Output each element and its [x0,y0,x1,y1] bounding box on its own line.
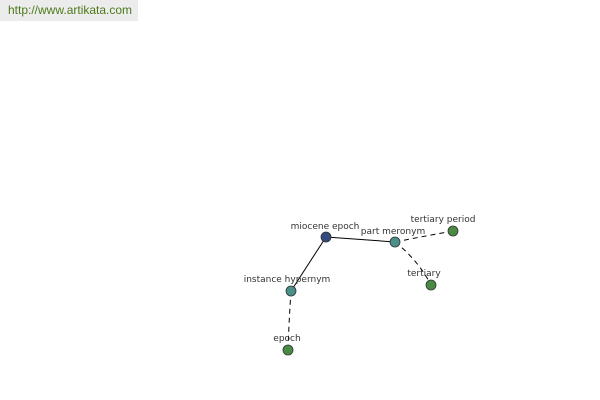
node-label: part meronym [361,227,425,237]
node-part-meronym[interactable]: part meronym [361,227,425,248]
node-tertiary[interactable]: tertiary [407,269,441,291]
node-label: miocene epoch [291,222,360,232]
node-circle [425,279,437,291]
node-tertiary-period[interactable]: tertiary period [411,215,476,237]
node-label: epoch [273,334,300,344]
node-circle [389,236,401,248]
node-circle [282,344,294,356]
node-circle [320,231,332,243]
edge-miocene-to-instance-hypernym [290,236,327,292]
source-url-banner[interactable]: http://www.artikata.com [0,0,138,21]
node-label: instance hypernym [244,275,331,285]
node-instance-hypernym[interactable]: instance hypernym [244,275,331,297]
node-label: tertiary [407,269,441,279]
edge-miocene-to-part-meronym [325,236,396,243]
node-miocene-epoch[interactable]: miocene epoch [291,222,360,243]
node-circle [447,225,459,237]
node-epoch[interactable]: epoch [273,334,301,356]
node-label: tertiary period [411,215,476,225]
node-circle [285,285,297,297]
